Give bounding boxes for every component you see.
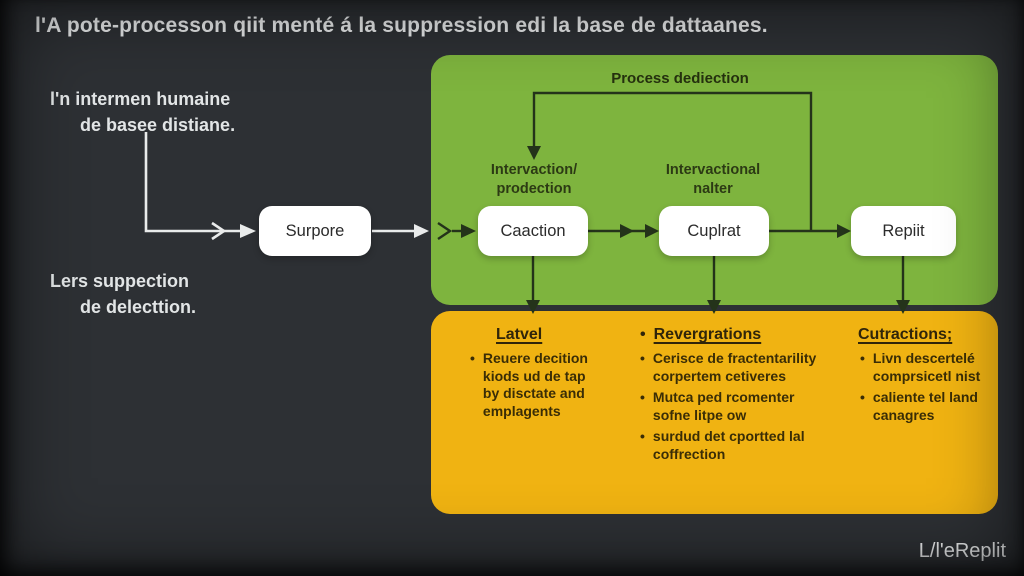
arrowhead-icon — [240, 224, 256, 238]
column-header-text: Cutractions; — [858, 326, 953, 343]
column-header: Latvel — [496, 326, 640, 344]
bullet-item: • Cerisce de fractentarility corpertem c… — [640, 350, 840, 385]
bullet-line: comprsicetl nist — [872, 367, 981, 384]
step-label-interactional-nalter: Intervactional nalter — [613, 161, 813, 199]
node-caaction: Caaction — [478, 206, 588, 256]
bullet-line: canagres — [872, 406, 935, 423]
watermark: L/l'eReplit — [918, 540, 1006, 562]
bullet-dot-icon: • — [640, 428, 645, 444]
bullet-dot-icon: • — [640, 350, 645, 366]
bullet-line: Reuere decition — [482, 350, 588, 366]
bullet-dot-icon: • — [640, 326, 646, 343]
label-line: nalter — [693, 181, 733, 197]
bullet-line: sofne litpe ow — [652, 406, 747, 423]
note-human-input: l'n intermen humaine de basee distiane. — [50, 86, 235, 138]
label-line: Intervaction/ — [490, 162, 578, 178]
column-header: Cutractions; — [858, 326, 1008, 344]
bullet-line: Cerisce de fractentarility — [652, 350, 817, 366]
details-column-latvel: Latvel • Reuere decition kiods ud de tap… — [468, 326, 640, 424]
details-column-revergrations: • Revergrations • Cerisce de fractentari… — [640, 326, 840, 467]
node-repiit: Repiit — [851, 206, 956, 256]
bullet-line: by disctate and — [482, 385, 585, 401]
node-cuplrat: Cuplrat — [659, 206, 769, 256]
note-suppression: Lers suppection de delecttion. — [50, 268, 196, 320]
details-panel — [431, 311, 998, 514]
bullet-item: • caliente tel land canagres — [860, 389, 1008, 424]
bullet-line: kiods ud de tap — [482, 367, 586, 384]
column-header-text: Latvel — [496, 326, 543, 343]
bullet-line: Mutca ped rcomenter — [652, 389, 795, 405]
label-line: prodection — [496, 181, 572, 197]
step-label-interaction-production: Intervaction/ prodection — [434, 161, 634, 199]
label-line: Intervactional — [665, 162, 761, 178]
bullet-dot-icon: • — [470, 350, 475, 366]
bullet-line: surdud det cportted lal — [652, 428, 805, 444]
bullet-line: caliente tel land — [872, 389, 978, 405]
note-line: de delecttion. — [80, 297, 197, 317]
bullet-dot-icon: • — [640, 389, 645, 405]
bullet-item: • Mutca ped rcomenter sofne litpe ow — [640, 389, 840, 424]
connector-note-to-surpore — [144, 132, 240, 233]
slide-title: l'A pote-processon qiit menté á la suppr… — [35, 14, 768, 37]
node-surpore: Surpore — [259, 206, 371, 256]
bullet-dot-icon: • — [860, 389, 865, 405]
bullet-line: coffrection — [652, 445, 726, 462]
note-line: Lers suppection — [50, 271, 190, 291]
bullet-line: emplagents — [482, 402, 561, 419]
column-header: • Revergrations — [640, 326, 840, 344]
chevron-icon — [211, 221, 227, 241]
bullet-item: • surdud det cportted lal coffrection — [640, 428, 840, 463]
note-line: l'n intermen humaine — [50, 89, 231, 109]
bullet-line: Livn descertelé — [872, 350, 975, 366]
note-line: de basee distiane. — [80, 115, 236, 135]
arrowhead-icon — [414, 224, 429, 238]
bullet-line: corpertem cetiveres — [652, 367, 786, 384]
bullet-item: • Livn descertelé comprsicetl nist — [860, 350, 1008, 385]
column-header-text: Revergrations — [653, 326, 762, 343]
bullet-dot-icon: • — [860, 350, 865, 366]
bullet-item: • Reuere decition kiods ud de tap by dis… — [470, 350, 640, 420]
details-column-cutractions: Cutractions; • Livn descertelé comprsice… — [858, 326, 1008, 428]
process-panel-title: Process dediection — [611, 70, 749, 87]
